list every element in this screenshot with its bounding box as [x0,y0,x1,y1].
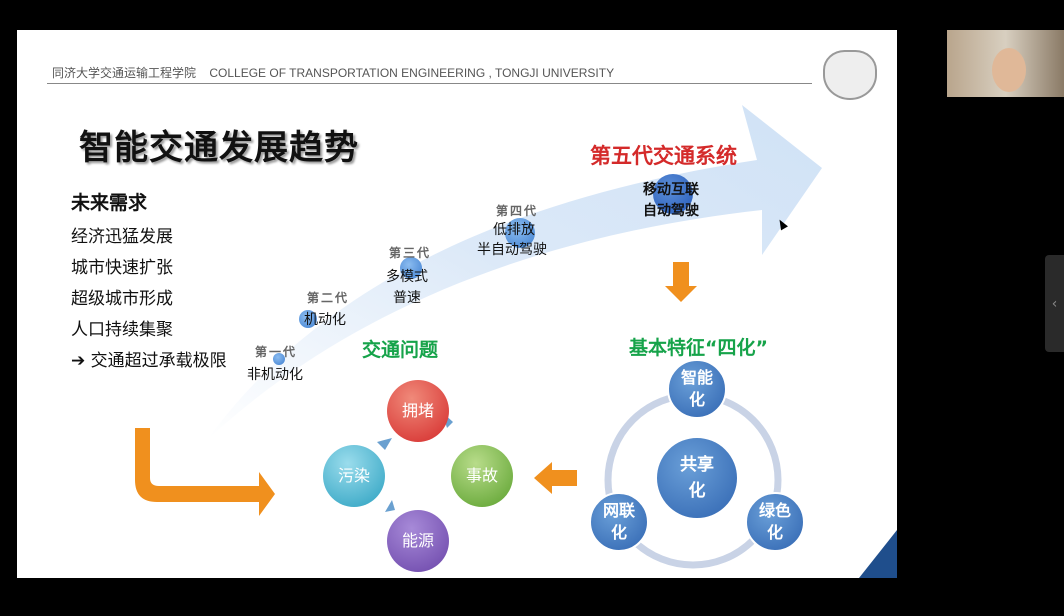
school-name-cn: 同济大学交通运输工程学院 [52,66,197,80]
slide-title: 智能交通发展趋势 [79,128,359,168]
gen4-dot [505,218,535,248]
demands-heading: 未来需求 [71,192,148,214]
gen5-dot [653,174,693,214]
demand-item: 城市快速扩张 [71,258,173,278]
demand-conclusion: ➔ 交通超过承载极限 [71,351,227,371]
school-name-en: COLLEGE OF TRANSPORTATION ENGINEERING , … [209,66,615,80]
gen1-dot [273,353,285,365]
demand-item: 人口持续集聚 [71,320,173,340]
feature-intelligent: 智能 化 [667,359,727,419]
problems-heading: 交通问题 [362,339,439,361]
demand-item: 超级城市形成 [71,289,173,309]
participant-video[interactable] [947,30,1064,97]
gen4-label: 第四代 [496,204,539,218]
gen4-text: 低排放 [493,222,535,238]
participant-face [992,48,1026,92]
orange-left-arrow [534,462,577,494]
gen2-text: 机动化 [304,312,346,328]
features-heading: 基本特征“四化” [629,337,768,359]
corner-decoration [859,530,897,578]
feature-connected: 网联 化 [589,492,649,552]
gen3-text: 普速 [393,290,421,306]
slide-header: 同济大学交通运输工程学院 COLLEGE OF TRANSPORTATION E… [52,64,614,81]
gen2-dot [299,310,317,328]
problem-pollution: 污染 [323,445,385,507]
gen3-label: 第三代 [389,246,432,260]
gen3-text: 多模式 [386,269,428,285]
gen1-label: 第一代 [255,345,298,359]
chevron-left-icon: ‹ [1051,295,1058,312]
gen5-text: 自动驾驶 [643,203,699,219]
university-logo [823,50,877,100]
side-panel-toggle[interactable]: ‹ [1045,255,1064,352]
gen4-text: 半自动驾驶 [477,242,547,258]
gen5-label: 第五代交通系统 [590,144,737,168]
header-divider [47,83,812,84]
orange-down-arrow [665,262,697,302]
demand-item: 经济迅猛发展 [71,227,173,247]
problem-accident: 事故 [451,445,513,507]
gen5-text: 移动互联 [643,182,699,198]
gen2-label: 第二代 [307,291,350,305]
feature-sharing: 共享 化 [655,436,739,520]
gen3-dot [400,257,422,279]
problem-congestion: 拥堵 [387,380,449,442]
orange-l-arrow [135,428,275,516]
problem-energy: 能源 [387,510,449,572]
gen1-text: 非机动化 [247,367,303,383]
presentation-slide: 同济大学交通运输工程学院 COLLEGE OF TRANSPORTATION E… [17,30,897,578]
feature-green: 绿色 化 [745,492,805,552]
